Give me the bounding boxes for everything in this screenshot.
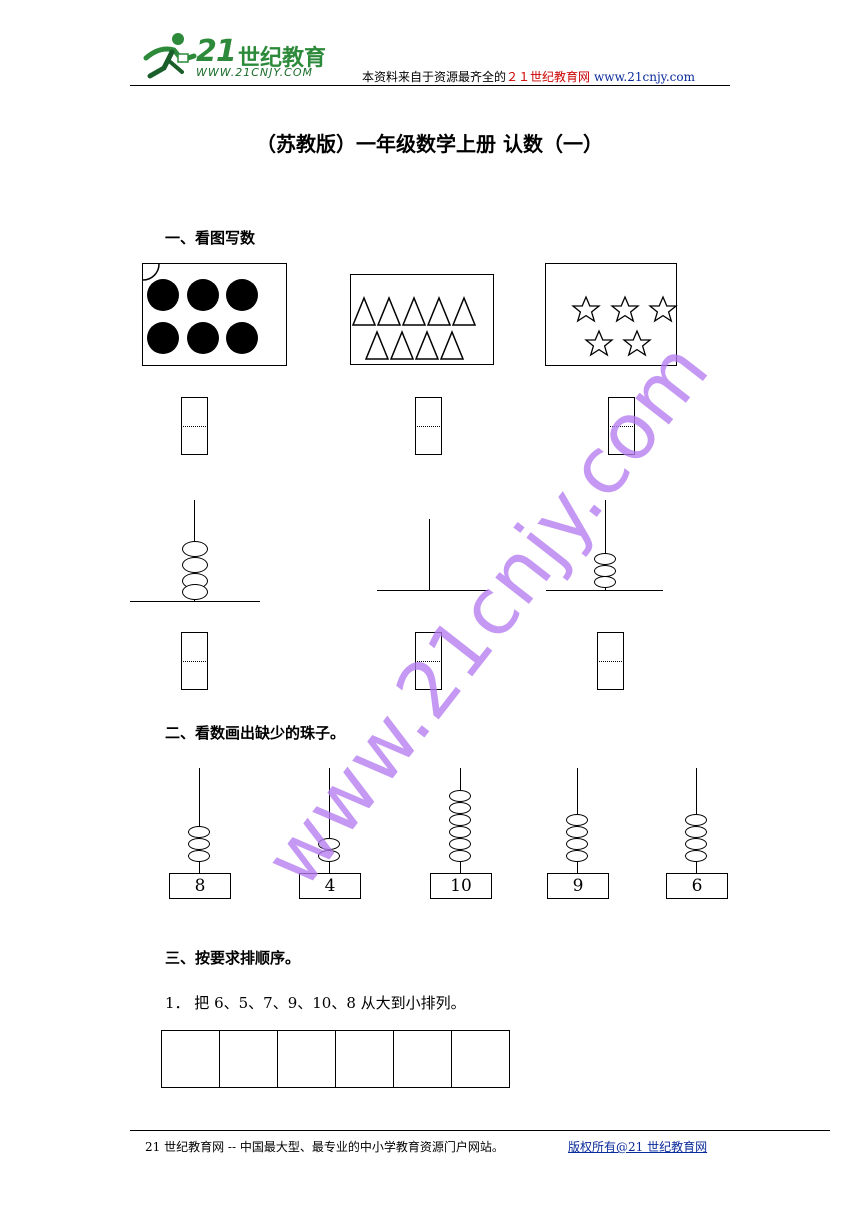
answer-box-abacus-2[interactable] (415, 632, 442, 690)
abacus-bead (566, 814, 588, 826)
abacus-bead (449, 802, 471, 814)
abacus-number-box: 4 (299, 873, 361, 899)
abacus-bead (449, 814, 471, 826)
footer-left-text: 21 世纪教育网 -- 中国最大型、最专业的中小学教育资源门户网站。 (145, 1140, 504, 1154)
abacus-q2-3[interactable]: 10 (430, 768, 492, 900)
answer-box-abacus-1[interactable] (181, 632, 208, 690)
order-cell-5[interactable] (393, 1030, 452, 1088)
section-3-heading: 三、按要求排顺序。 (165, 949, 301, 967)
abacus-bead (566, 850, 588, 862)
abacus-q2-1[interactable]: 8 (169, 768, 231, 900)
abacus-bead (318, 838, 340, 850)
answer-box-abacus-3[interactable] (597, 632, 624, 690)
logo-number: 21 (196, 34, 237, 69)
abacus-q2-4[interactable]: 9 (547, 768, 609, 900)
site-logo: 21 世纪教育 WWW.21CNJY.COM (138, 30, 338, 82)
page-title: （苏教版）一年级数学上册 认数（一） (256, 132, 603, 156)
abacus-rod (329, 768, 330, 874)
abacus-bead (566, 838, 588, 850)
abacus-2 (377, 519, 488, 591)
abacus-rod (199, 768, 200, 874)
abacus-q2-5[interactable]: 6 (666, 768, 728, 900)
order-cell-3[interactable] (277, 1030, 336, 1088)
abacus-3 (546, 500, 663, 591)
abacus-bead (449, 838, 471, 850)
abacus-number-box: 6 (666, 873, 728, 899)
abacus-bead (685, 838, 707, 850)
stars-picture (545, 263, 677, 366)
answer-box-apples[interactable] (181, 397, 208, 455)
order-answer-table (161, 1030, 510, 1088)
footer-divider (130, 1130, 830, 1131)
apples-picture (142, 263, 287, 366)
logo-url: WWW.21CNJY.COM (196, 66, 314, 79)
abacus-bead (685, 814, 707, 826)
abacus-bead (566, 826, 588, 838)
abacus-q2-2[interactable]: 4 (299, 768, 361, 900)
logo-name: 世纪教育 (238, 46, 327, 71)
section-2-heading: 二、看数画出缺少的珠子。 (165, 724, 346, 742)
abacus-bead (318, 850, 340, 862)
header-divider (130, 85, 730, 86)
abacus-bead (188, 838, 210, 850)
question-3-1: 1． 把 6、5、7、9、10、8 从大到小排列。 (165, 994, 466, 1012)
abacus-bead (449, 826, 471, 838)
running-man-icon (143, 33, 197, 79)
abacus-1 (130, 500, 260, 602)
abacus-bead (685, 826, 707, 838)
abacus-number-box: 9 (547, 873, 609, 899)
triangle-icons (351, 296, 477, 360)
triangles-picture (350, 274, 494, 365)
abacus-number-box: 8 (169, 873, 231, 899)
abacus-bead (188, 850, 210, 862)
abacus-number-box: 10 (430, 873, 492, 899)
answer-box-triangles[interactable] (415, 397, 442, 455)
answer-box-stars[interactable] (608, 397, 635, 455)
abacus-bead (449, 850, 471, 862)
section-1-heading: 一、看图写数 (165, 229, 256, 247)
apple-icons (143, 264, 259, 355)
header-site-name: ２１世纪教育网 (506, 70, 591, 84)
abacus-bead (449, 790, 471, 802)
order-cell-4[interactable] (335, 1030, 394, 1088)
order-cell-2[interactable] (219, 1030, 278, 1088)
abacus-bead (685, 850, 707, 862)
footer-copyright-link[interactable]: 版权所有@21 世纪教育网 (568, 1140, 708, 1154)
order-cell-1[interactable] (161, 1030, 220, 1088)
header-url[interactable]: www.21cnjy.com (594, 70, 695, 84)
header-prefix: 本资料来自于资源最齐全的 (362, 70, 507, 84)
order-cell-6[interactable] (451, 1030, 510, 1088)
abacus-bead (188, 826, 210, 838)
